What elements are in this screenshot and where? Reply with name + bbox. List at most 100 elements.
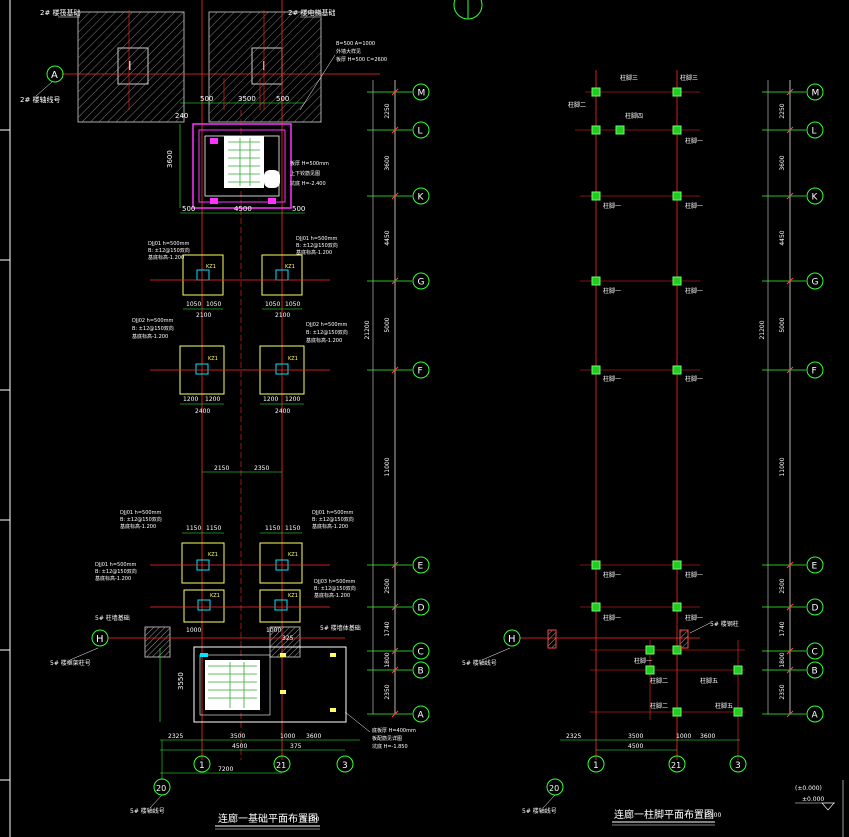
right-row-label-D: D (812, 604, 819, 614)
axis-bubble-21-left (273, 755, 291, 773)
svg-text:20: 20 (156, 784, 166, 793)
wall-foundation-right (269, 626, 301, 658)
svg-text:KZ1: KZ1 (288, 552, 298, 558)
left-row-dim-4: 11000 (384, 457, 391, 476)
elevation-marker: (±0.000) ±0.000 (795, 780, 844, 837)
svg-text:KZ1: KZ1 (208, 356, 218, 362)
svg-text:柱脚五: 柱脚五 (700, 677, 718, 685)
foot-label-8: 柱脚一 (634, 657, 652, 665)
left-row-label-C: C (418, 648, 424, 658)
svg-text:基底标高-1.200: 基底标高-1.200 (95, 575, 131, 582)
dim-room-1: 4500 (234, 205, 252, 213)
svg-text:基底标高-1.200: 基底标高-1.200 (312, 523, 348, 530)
right-row-dim-7: 1800 (779, 652, 786, 667)
svg-text:DJj03 h=500mm: DJj03 h=500mm (314, 579, 355, 585)
bottom-label-right: 5# 楼轴线号 (522, 807, 557, 815)
svg-text:基底标高-1.200: 基底标高-1.200 (296, 249, 332, 256)
column-foot-17 (733, 665, 743, 675)
svg-text:B: ±12@150双向: B: ±12@150双向 (120, 516, 162, 523)
svg-text:325: 325 (282, 635, 294, 642)
left-row-bubble-L (412, 121, 430, 139)
left-row-label-M: M (418, 89, 426, 99)
right-note: 5# 楼钢柱 (710, 620, 739, 628)
left-row-bubble-F (412, 361, 430, 379)
svg-text:2400: 2400 (275, 408, 290, 415)
foot-label-5: 柱脚一 (603, 375, 621, 383)
axis-bubble-1-right (587, 755, 605, 773)
foot-label-2: 柱脚四 (625, 112, 643, 120)
dim-bottom-1: 3500 (230, 733, 245, 740)
svg-text:1: 1 (199, 761, 205, 771)
column-foot-14 (672, 602, 682, 612)
svg-text:A: A (51, 70, 58, 81)
note-top-right: B=500 A=1000 外墙大样见 板厚 H=500 C=2600 (299, 41, 387, 111)
left-row-label-G: G (418, 278, 425, 288)
right-plan-scale: 1:100 (704, 812, 721, 819)
svg-text:B: ±12@150双向: B: ±12@150双向 (132, 325, 174, 332)
svg-text:1150: 1150 (206, 525, 221, 532)
right-row-label-A: A (812, 711, 819, 721)
column-foot-10 (672, 365, 682, 375)
bottom-label-left: 5# 楼轴线号 (130, 807, 165, 815)
svg-text:21: 21 (671, 761, 681, 770)
svg-text:2100: 2100 (275, 312, 290, 319)
dim-2400-c: 2400 (195, 408, 210, 415)
svg-text:B=500 A=1000: B=500 A=1000 (336, 41, 375, 47)
right-left-label: 5# 楼轴线号 (462, 659, 497, 667)
svg-text:DJj01 h=500mm: DJj01 h=500mm (296, 236, 337, 242)
dim-top-0: 500 (200, 95, 213, 103)
column-foot-5 (591, 191, 601, 201)
svg-text:DJj01 h=500mm: DJj01 h=500mm (148, 241, 189, 247)
left-row-bubble-B (412, 661, 430, 679)
dim-bottom-3: 3600 (306, 733, 321, 740)
left-row-dim-7: 1800 (384, 652, 391, 667)
left-row-bubble-C (412, 642, 430, 660)
svg-text:坑底 H=-1.850: 坑底 H=-1.850 (372, 743, 408, 750)
right-row-label-M: M (812, 89, 820, 99)
right-row-bubble-L (806, 121, 824, 139)
svg-text:基底标高-1.200: 基底标高-1.200 (148, 254, 184, 261)
foot-label-10: 柱脚五 (715, 702, 733, 710)
elev-top: (±0.000) (795, 785, 822, 792)
dim-2400-a: 1200 (183, 396, 198, 403)
column-foot-19 (672, 707, 682, 717)
column-foot-0 (591, 87, 601, 97)
right-row-dim-1: 3600 (779, 155, 786, 170)
svg-text:1: 1 (593, 761, 599, 771)
foot-label-9: 柱脚二 (650, 677, 668, 685)
dim-gap-1: 2350 (254, 465, 269, 472)
right-row-bubble-A (806, 705, 824, 723)
axis-bubble-1-left (193, 755, 211, 773)
svg-text:柱脚二: 柱脚二 (650, 702, 668, 710)
right-row-dim-6: 1740 (779, 621, 786, 636)
left-row-label-L: L (418, 127, 423, 137)
column-foot-3 (672, 125, 682, 135)
left-frame-strip (0, 0, 11, 837)
footing-pair-3: KZ1 KZ1 (181, 542, 303, 584)
footing-pair-4: KZ1 KZ1 (183, 589, 301, 623)
r-dim-bottom-0: 2325 (566, 733, 581, 740)
svg-text:3: 3 (342, 761, 348, 771)
wall-foundation-left (144, 626, 171, 658)
svg-text:柱脚一: 柱脚一 (685, 375, 703, 383)
svg-text:坑底 H=-2.400: 坑底 H=-2.400 (290, 180, 326, 187)
column-foot-2 (591, 125, 601, 135)
foot-label-4: 柱脚一 (603, 287, 621, 295)
axis-H-label2: 5# 楼墙体基础 (320, 624, 361, 632)
right-row-label-G: G (812, 278, 819, 288)
svg-text:柱脚一: 柱脚一 (685, 287, 703, 295)
pit-core (224, 136, 264, 188)
right-row-dim-0: 2250 (779, 103, 786, 118)
dim-bottom-r2-1: 375 (290, 743, 302, 750)
left-row-dim-0: 2250 (384, 103, 391, 118)
svg-text:板配筋见详图: 板配筋见详图 (372, 735, 402, 742)
right-row-bubble-G (806, 272, 824, 290)
axis-bubble-H-left (91, 629, 109, 647)
bottom-pit (193, 646, 347, 723)
r-dim-bottom-3: 3600 (700, 733, 715, 740)
right-row-label-E: E (812, 562, 818, 572)
right-row-dim-3: 5000 (779, 317, 786, 332)
right-row-bubble-F (806, 361, 824, 379)
column-foot-8 (672, 276, 682, 286)
left-row-dim-8: 2350 (384, 684, 391, 699)
